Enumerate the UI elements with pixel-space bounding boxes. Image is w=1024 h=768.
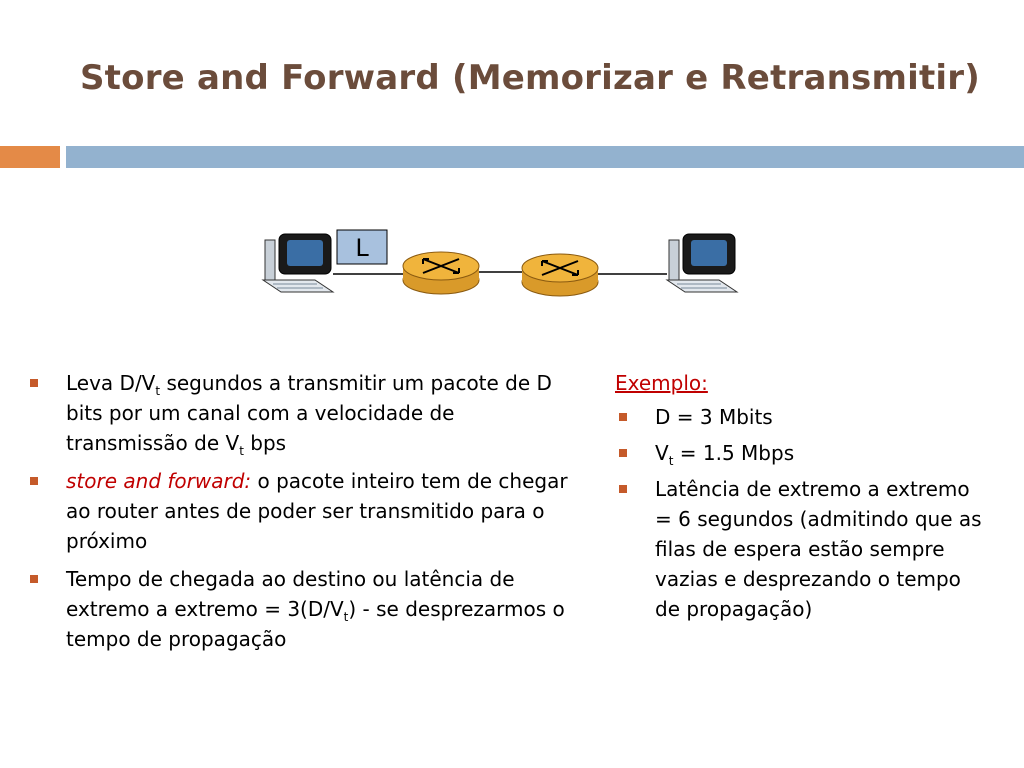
b2-text: o pacote inteiro tem de chegar ao router… [66, 469, 568, 553]
example-latency-text: Latência de extremo a extremo = 6 segund… [655, 477, 982, 621]
bullet-transmission-time: Leva D/Vt segundos a transmitir um pacot… [30, 368, 570, 458]
example-item-d: D = 3 Mbits [615, 402, 985, 432]
b1-text-post: segundos a transmitir um pacote de D bit… [66, 371, 552, 455]
b1-text-pre: Leva D/V [66, 371, 156, 395]
example-v-post: = 1.5 Mbps [673, 441, 795, 465]
b3-text-post: ) - se desprezarmos o tempo de propagaçã… [66, 597, 565, 651]
bullet-marker [619, 485, 627, 493]
bullet-marker [30, 379, 38, 387]
bullet-marker [30, 575, 38, 583]
example-heading: Exemplo: [615, 371, 708, 395]
example-item-latency: Latência de extremo a extremo = 6 segund… [615, 474, 985, 624]
network-diagram: L [261, 229, 739, 297]
bullet-marker [619, 413, 627, 421]
b2-highlight: store and forward: [66, 469, 252, 493]
accent-bar-orange [0, 146, 60, 168]
example-item-vt: Vt = 1.5 Mbps [615, 438, 985, 468]
b3-text-pre: Tempo de chegada ao destino ou latência … [66, 567, 515, 621]
b3-sub: t [343, 610, 349, 624]
accent-bar-blue [66, 146, 1024, 168]
bullet-end-to-end-latency: Tempo de chegada ao destino ou latência … [30, 564, 570, 654]
host-right-icon [665, 233, 739, 293]
example-d-text: D = 3 Mbits [655, 405, 773, 429]
bullet-store-and-forward: store and forward: o pacote inteiro tem … [30, 466, 570, 556]
b1-sub2: t [239, 444, 244, 458]
left-column: Leva D/Vt segundos a transmitir um pacot… [30, 368, 570, 662]
example-column: Exemplo: D = 3 Mbits Vt = 1.5 Mbps Latên… [615, 368, 985, 630]
b1-text-end: bps [243, 431, 287, 455]
b1-sub: t [155, 384, 161, 398]
example-v-pre: V [655, 441, 669, 465]
host-left-icon [261, 233, 335, 293]
router-1-icon [402, 251, 480, 295]
slide-title: Store and Forward (Memorizar e Retransmi… [80, 58, 980, 98]
packet-label: L [355, 234, 369, 262]
example-v-sub: t [668, 454, 674, 468]
router-2-icon [521, 253, 599, 297]
packet-box [336, 229, 388, 265]
bullet-marker [30, 477, 38, 485]
bullet-marker [619, 449, 627, 457]
